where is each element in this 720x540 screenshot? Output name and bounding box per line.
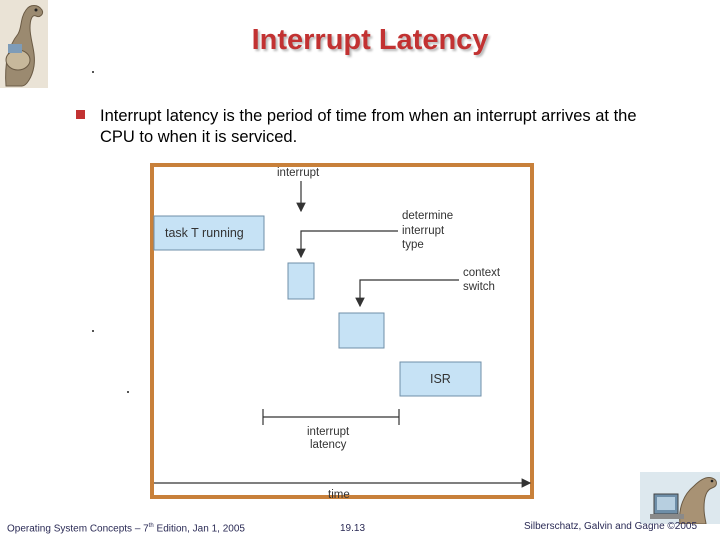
interrupt-label: interrupt bbox=[277, 167, 320, 179]
slide-title: Interrupt Latency bbox=[251, 24, 489, 56]
task-running-box bbox=[153, 215, 265, 251]
footer-book-title: Operating System Concepts – 7th Edition,… bbox=[7, 523, 245, 534]
determine-label-line1: determine bbox=[402, 210, 453, 222]
determine-arrow bbox=[296, 230, 398, 259]
time-axis-label: time bbox=[328, 489, 350, 499]
context-switch-box bbox=[338, 312, 385, 349]
task-running-label: task T running bbox=[165, 226, 244, 240]
determine-label-line2: interrupt bbox=[402, 225, 445, 237]
bullet-square-icon bbox=[76, 110, 85, 119]
footer-edition-text: Edition, Jan 1, 2005 bbox=[153, 523, 245, 535]
latency-label-line1: interrupt bbox=[307, 426, 350, 438]
footer-page-number: 19.13 bbox=[340, 523, 366, 534]
bullet-text: Interrupt latency is the period of time … bbox=[100, 107, 637, 146]
stray-dot bbox=[92, 71, 94, 73]
interrupt-latency-diagram: interrupt task T running determine inter… bbox=[153, 167, 532, 499]
determine-label-line3: type bbox=[402, 239, 424, 251]
dinosaur-logo bbox=[0, 0, 48, 88]
latency-label-line2: latency bbox=[310, 439, 347, 451]
isr-label: ISR bbox=[430, 372, 451, 386]
footer-edition-superscript: th bbox=[148, 523, 154, 529]
dinosaur-computer-logo bbox=[640, 472, 720, 524]
footer-book-text: Operating System Concepts – 7 bbox=[7, 523, 149, 535]
context-switch-label-line1: context bbox=[463, 267, 501, 279]
stray-dot bbox=[127, 391, 129, 393]
footer-copyright: Silberschatz, Galvin and Gagne ©2005 bbox=[524, 521, 698, 532]
isr-box bbox=[399, 361, 482, 397]
context-switch-arrow bbox=[355, 279, 459, 308]
determine-step-box bbox=[287, 262, 315, 300]
context-switch-label-line2: switch bbox=[463, 281, 495, 293]
stray-dot bbox=[92, 330, 94, 332]
